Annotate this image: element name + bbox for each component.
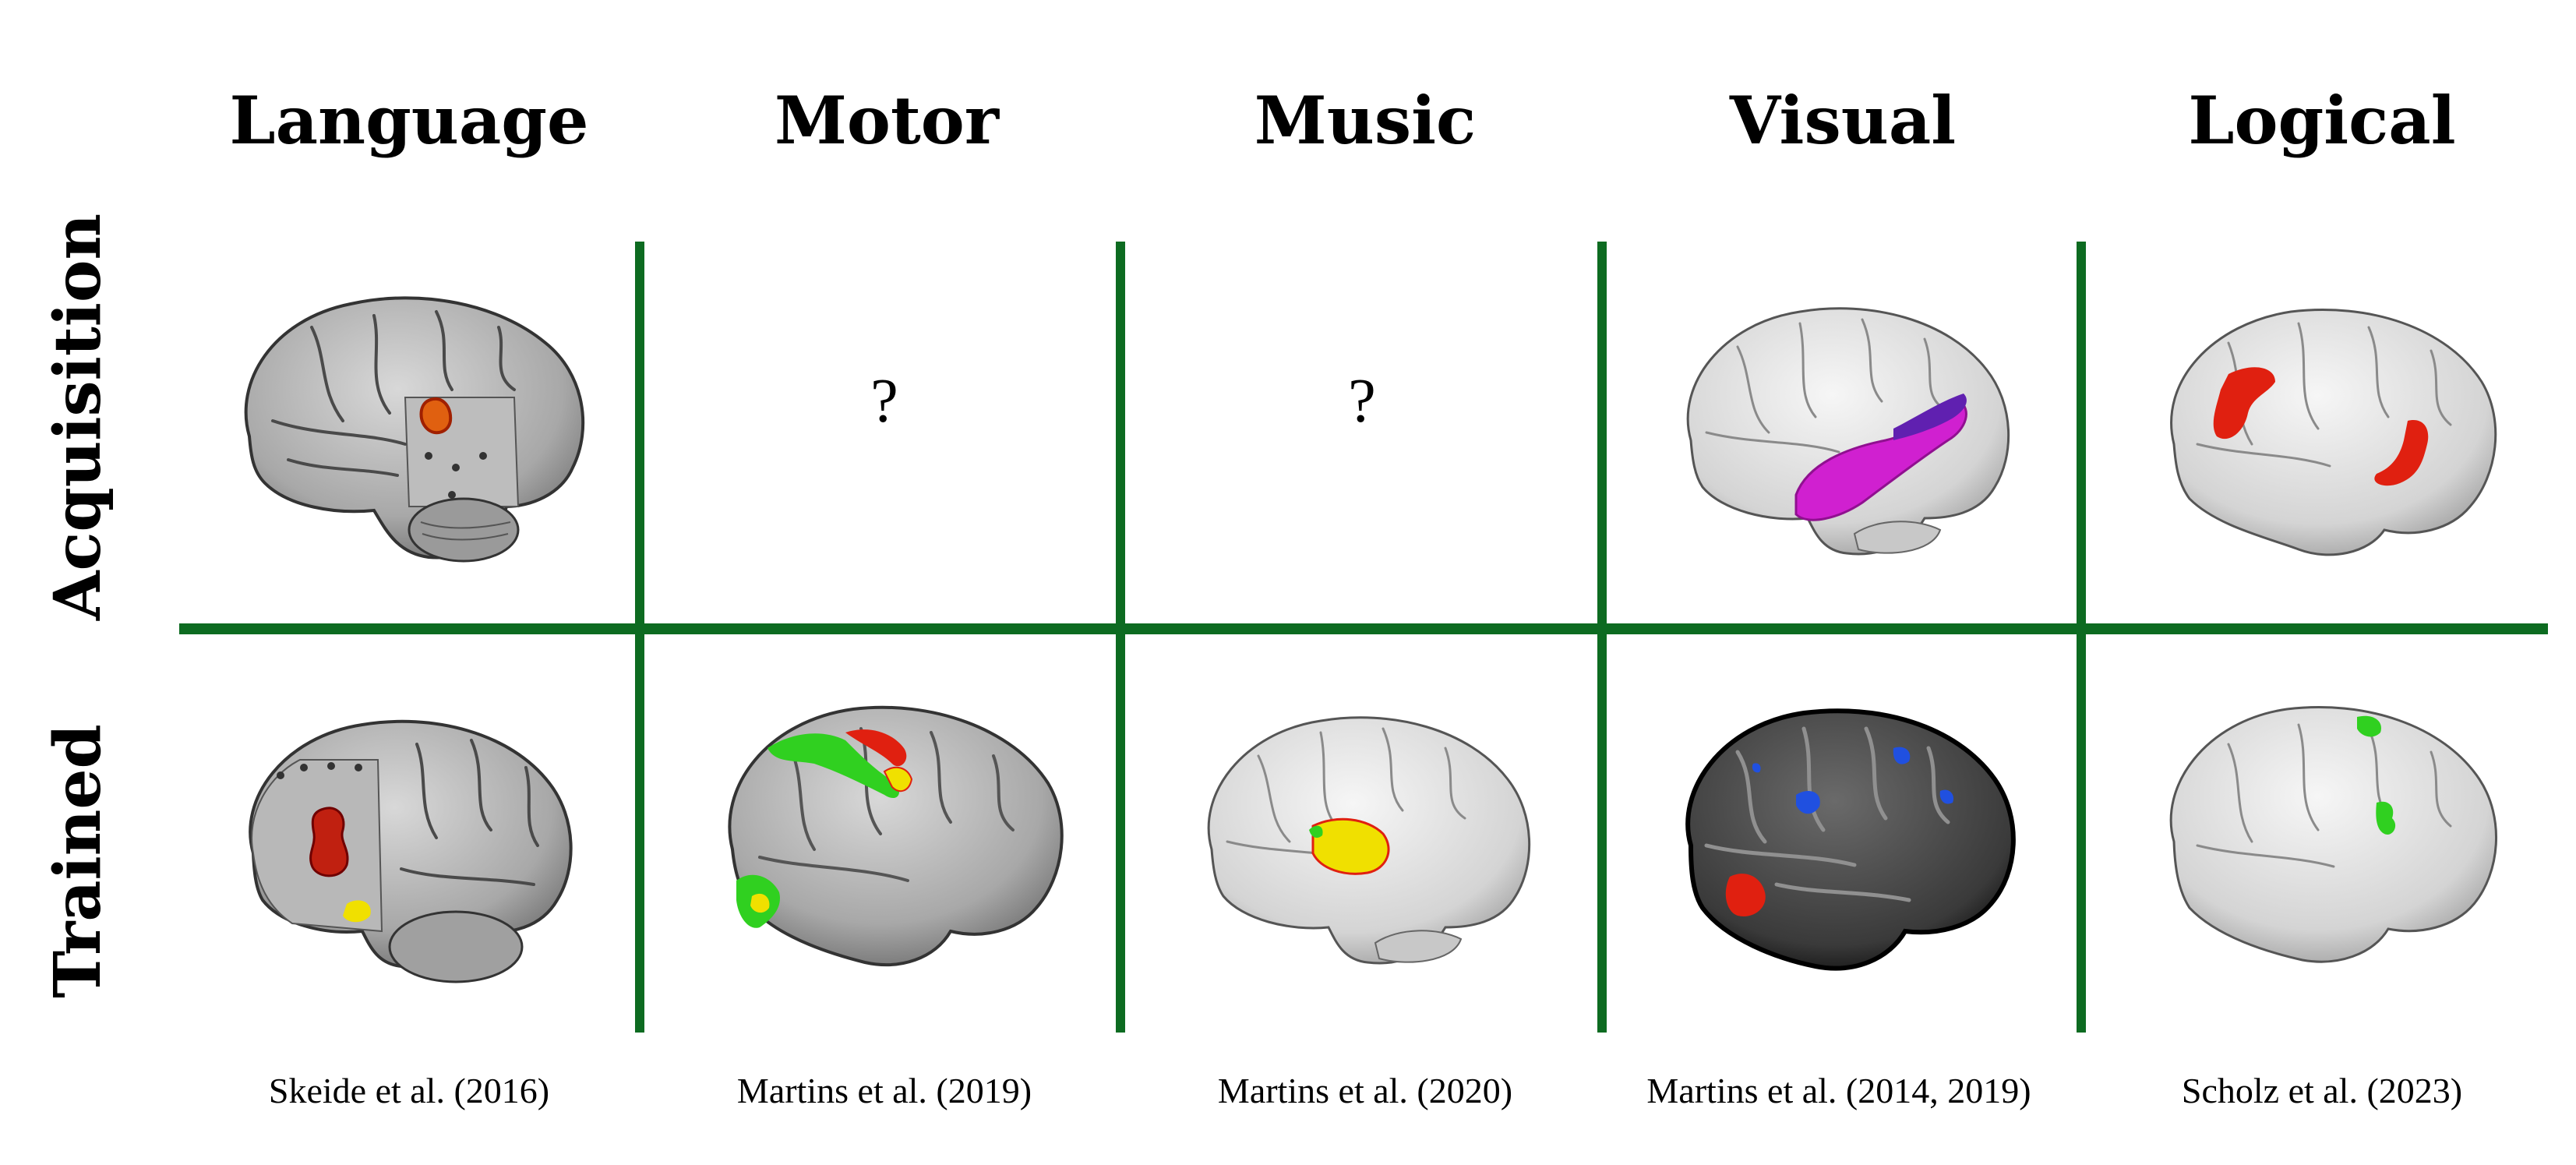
column-title-motor: Motor (774, 82, 1000, 159)
grid-divider-vertical-1 (635, 242, 644, 1033)
grid-divider-vertical-2 (1116, 242, 1125, 1033)
column-title-music: Music (1254, 82, 1477, 159)
row-label-trained: Trained (41, 724, 115, 998)
motor-acquisition-unknown: ? (870, 367, 898, 436)
brain-language-acquisition (244, 296, 585, 563)
music-acquisition-unknown: ? (1348, 367, 1376, 436)
grid-divider-vertical-4 (2077, 242, 2086, 1033)
brain-motor-trained (728, 705, 1064, 966)
brain-visual-acquisition (1686, 307, 2010, 556)
citation-music: Martins et al. (2020) (1217, 1071, 1513, 1110)
citation-visual: Martins et al. (2014, 2019) (1646, 1071, 2031, 1110)
citation-logical: Scholz et al. (2023) (2181, 1071, 2463, 1110)
citation-motor: Martins et al. (2019) (736, 1071, 1032, 1110)
brain-language-trained (249, 719, 573, 983)
citation-language: Skeide et al. (2016) (268, 1071, 550, 1110)
brain-logical-acquisition (2170, 309, 2497, 556)
grid-divider-horizontal (179, 623, 2548, 634)
grid-divider-vertical-3 (1597, 242, 1607, 1033)
row-label-acquisition: Acquisition (41, 213, 115, 621)
column-title-language: Language (229, 82, 589, 159)
column-title-visual: Visual (1729, 82, 1957, 159)
brain-music-trained (1207, 716, 1531, 965)
brain-visual-trained (1685, 708, 2016, 971)
brain-logical-trained (2169, 706, 2497, 963)
column-title-logical: Logical (2188, 82, 2456, 159)
